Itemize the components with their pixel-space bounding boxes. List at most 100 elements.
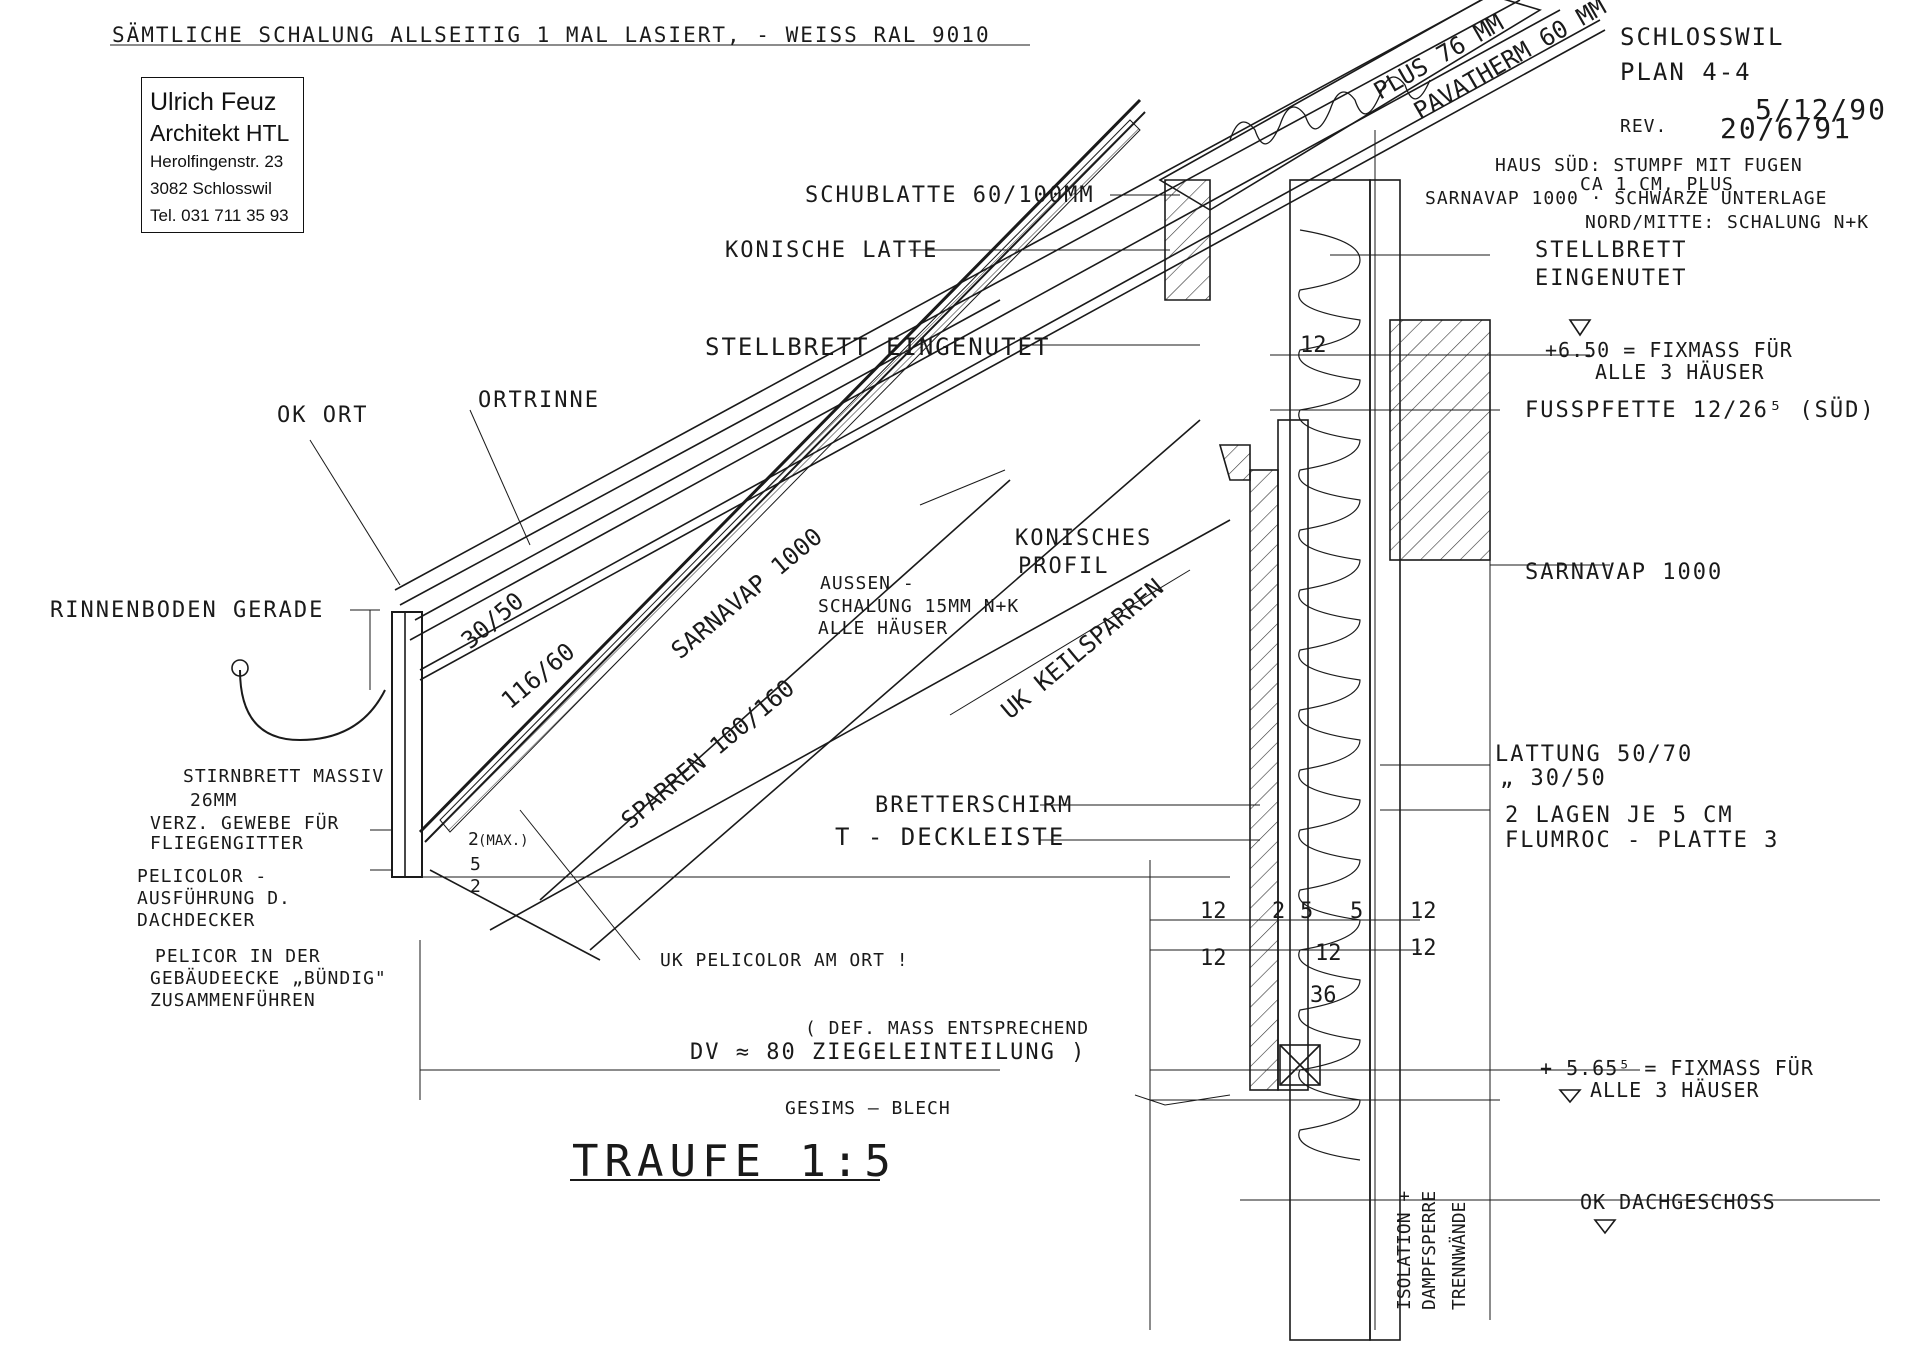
label-isolation-1: ISOLATION + [1394, 1191, 1415, 1310]
label-lagen-1: 2 LAGEN JE 5 CM [1505, 803, 1734, 828]
label-underlay-1: HAUS SÜD: STUMPF MIT FUGEN [1495, 155, 1803, 176]
label-aussen-1: AUSSEN - [820, 573, 915, 594]
label-bretterschirm: BRETTERSCHIRM [875, 793, 1074, 818]
dim-2-5-1: 2 [468, 829, 479, 850]
wall-inner [1369, 179, 1401, 1341]
dim-12-row2-mid: 12 [1315, 941, 1342, 966]
label-lagen-2: FLUMROC - PLATTE 3 [1505, 828, 1780, 853]
gutter [239, 669, 386, 742]
sparren-bottom [539, 479, 1011, 901]
drawing-title: TRAUFE 1:5 [572, 1136, 897, 1187]
dim-12-top: 12 [1300, 333, 1327, 358]
dim-2: 2 [1272, 899, 1285, 924]
label-underlay-4: NORD/MITTE: SCHALUNG N+K [1585, 212, 1870, 233]
dim-12-row2-left: 12 [1200, 946, 1227, 971]
gutter-bead [231, 659, 249, 677]
wall-insulation-loops [1298, 229, 1361, 1161]
stamp-city: 3082 Schlosswil [150, 179, 272, 198]
roof-line-1 [394, 0, 1484, 591]
sarnavap-layer [418, 98, 1142, 834]
dim-12-left: 12 [1200, 899, 1227, 924]
level-mark-ok [1593, 1219, 1617, 1235]
label-innenwand: TRENNWÄNDE [1449, 1202, 1470, 1310]
label-pelicor-2: GEBÄUDEECKE „BÜNDIG" [150, 968, 387, 989]
label-stellbrett-mid: STELLBRETT EINGENUTET [705, 333, 1051, 361]
label-isolation-2: DAMPFSPERRE [1419, 1191, 1440, 1310]
roof-line-4 [409, 9, 1561, 641]
label-stellbrett-top-1: STELLBRETT [1535, 238, 1688, 263]
plan-date-1: 5/12/90 [1755, 93, 1888, 126]
stamp-phone: Tel. 031 711 35 93 [150, 206, 289, 225]
label-level-650-1: +6.50 = FIXMASS FÜR [1545, 338, 1793, 362]
label-pelicor-1: PELICOR IN DER [155, 946, 321, 967]
sparren-bottom2 [589, 419, 1201, 951]
label-sarnavap-slope: SARNAVAP 1000 [666, 522, 828, 664]
label-verz-2: FLIEGENGITTER [150, 833, 304, 854]
label-rinnenboden: RINNENBODEN GERADE [50, 598, 325, 623]
counter-batten-block [1164, 179, 1211, 301]
stamp-street: Herolfingenstr. 23 [150, 152, 284, 171]
label-level-650-2: ALLE 3 HÄUSER [1595, 360, 1765, 384]
sarnavap-hatch [439, 119, 1141, 833]
label-gesims: GESIMS — BLECH [785, 1098, 951, 1119]
label-dim-30-50: 30/50 [456, 587, 529, 655]
dim-5a: 5 [1300, 899, 1313, 924]
label-stirnbrett-1: STIRNBRETT MASSIV [183, 766, 385, 787]
label-aussen-2: SCHALUNG 15MM N+K [818, 596, 1020, 617]
level-mark-650 [1568, 319, 1592, 337]
label-stirnbrett-2: 26MM [190, 790, 238, 811]
label-aussen-3: ALLE HÄUSER [818, 618, 949, 639]
label-t-deckleiste: T - DECKLEISTE [835, 823, 1066, 851]
konisches-profil-block [1218, 444, 1251, 481]
label-verz-1: VERZ. GEWEBE FÜR [150, 813, 340, 834]
dim-2-5-3: 2 [470, 876, 481, 897]
architect-stamp: Ulrich Feuz Architekt HTL Herolfingenstr… [141, 77, 304, 233]
label-conical-batten: KONISCHE LATTE [725, 238, 939, 263]
dim-5b: 5 [1350, 899, 1363, 924]
tdeckleiste-block [1279, 1044, 1321, 1086]
label-level-565-1: + 5.65⁵ = FIXMASS FÜR [1540, 1056, 1814, 1080]
level-mark-5655 [1558, 1089, 1582, 1104]
label-lattung-1: LATTUNG 50/70 [1495, 742, 1694, 767]
plan-number: PLAN 4-4 [1620, 58, 1752, 86]
dim-2-5-2: 5 [470, 854, 481, 875]
label-lattung-2: „ 30/50 [1500, 766, 1607, 791]
label-def-mass-2: DV ≈ 80 ZIEGELEINTEILUNG ) [690, 1040, 1087, 1065]
plan-project: SCHLOSSWIL [1620, 23, 1785, 51]
label-uk-keilsparren: UK KEILSPARREN [996, 573, 1169, 724]
label-level-565-2: ALLE 3 HÄUSER [1590, 1078, 1760, 1102]
label-ok-ort: OK ORT [277, 403, 369, 428]
plan-rev-label: REV. [1620, 116, 1668, 137]
label-counter-batten: SCHUBLATTE 60/100MM [805, 183, 1095, 208]
label-sarnavap-right: SARNAVAP 1000 [1525, 560, 1724, 585]
header-note: SÄMTLICHE SCHALUNG ALLSEITIG 1 MAL LASIE… [112, 23, 991, 47]
wall-bretterschirm [1249, 469, 1279, 1091]
label-ok-dachgeschoss: OK DACHGESCHOSS [1580, 1190, 1776, 1214]
label-pelicolor-1: PELICOLOR - [137, 866, 268, 887]
fascia-board [391, 611, 423, 878]
wall-lattung [1277, 419, 1309, 1091]
insulation-loops-top [1229, 76, 1431, 145]
dim-max: (MAX.) [478, 833, 529, 849]
label-konisches-profil-1: KONISCHES [1015, 526, 1153, 551]
label-ortrinne: ORTRINNE [478, 388, 600, 413]
plan-date-2: 20/6/91 [1720, 112, 1853, 145]
label-pelicolor-2: AUSFÜHRUNG D. [137, 888, 291, 909]
label-fusspfette: FUSSPFETTE 12/26⁵ (SÜD) [1525, 398, 1876, 423]
stamp-title: Architekt HTL [150, 120, 290, 146]
label-konisches-profil-2: PROFIL [1018, 554, 1110, 579]
label-stellbrett-top-2: EINGENUTET [1535, 266, 1688, 291]
keilsparren-line [489, 519, 1231, 931]
dim-12-right: 12 [1410, 899, 1437, 924]
stamp-name: Ulrich Feuz [150, 88, 277, 116]
label-underlay-3: SARNAVAP 1000 · SCHWARZE UNTERLAGE [1425, 188, 1828, 209]
roof-line-6 [419, 29, 1606, 681]
roof-line-5 [419, 19, 1601, 671]
label-def-mass-1: ( DEF. MASS ENTSPRECHEND [805, 1018, 1090, 1039]
label-pelicor-3: ZUSAMMENFÜHREN [150, 990, 316, 1011]
label-uk-pelicolor: UK PELICOLOR AM ORT ! [660, 950, 909, 971]
label-underlay-2: CA 1 CM, PLUS [1580, 174, 1734, 195]
dim-12-row2-right: 12 [1410, 936, 1437, 961]
